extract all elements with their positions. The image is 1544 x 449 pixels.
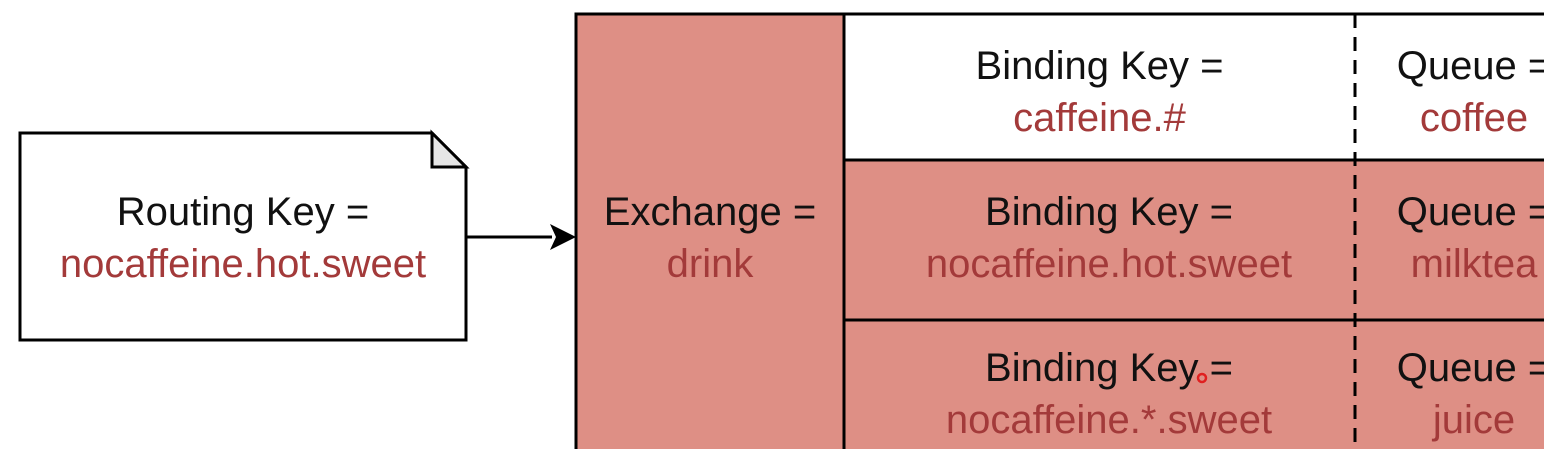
- queue-1-value: coffee: [1419, 96, 1529, 140]
- arrow-head-icon: [550, 224, 576, 250]
- routing-key-note: [18, 131, 468, 342]
- binding-key-3: Binding Key = nocaffeine.*.sweet: [844, 342, 1374, 446]
- queue-3: Queue = juice: [1362, 342, 1544, 446]
- binding-key-2-value: nocaffeine.hot.sweet: [925, 242, 1293, 286]
- routing-key-label: Routing Key = nocaffeine.hot.sweet: [20, 186, 466, 290]
- cursor-dot-icon: [1196, 372, 1208, 384]
- queue-1-title: Queue =: [1396, 44, 1544, 88]
- queue-2: Queue = milktea: [1362, 186, 1544, 290]
- routing-key-value: nocaffeine.hot.sweet: [59, 242, 427, 286]
- binding-key-1-value: caffeine.#: [1013, 96, 1186, 140]
- binding-key-3-value: nocaffeine.*.sweet: [945, 398, 1273, 442]
- exchange-value: drink: [666, 242, 754, 286]
- binding-key-2: Binding Key = nocaffeine.hot.sweet: [844, 186, 1374, 290]
- binding-key-2-title: Binding Key =: [985, 190, 1233, 234]
- exchange-label: Exchange = drink: [576, 186, 844, 290]
- binding-row-2: [842, 158, 1544, 322]
- queue-3-title: Queue =: [1396, 346, 1544, 390]
- binding-key-1-title: Binding Key =: [975, 44, 1224, 88]
- queue-2-value: milktea: [1410, 242, 1538, 286]
- note-fold-icon: [430, 129, 470, 169]
- exchange-title: Exchange =: [603, 190, 817, 234]
- routing-key-title: Routing Key =: [116, 190, 370, 234]
- queue-3-value: juice: [1432, 398, 1516, 442]
- binding-row-3: [842, 318, 1544, 449]
- binding-row-1: [842, 12, 1544, 162]
- exchange-box: [574, 12, 846, 449]
- binding-key-3-title: Binding Key =: [985, 346, 1233, 390]
- queue-1: Queue = coffee: [1362, 40, 1544, 144]
- queue-2-title: Queue =: [1396, 190, 1544, 234]
- binding-key-1: Binding Key = caffeine.#: [844, 40, 1355, 144]
